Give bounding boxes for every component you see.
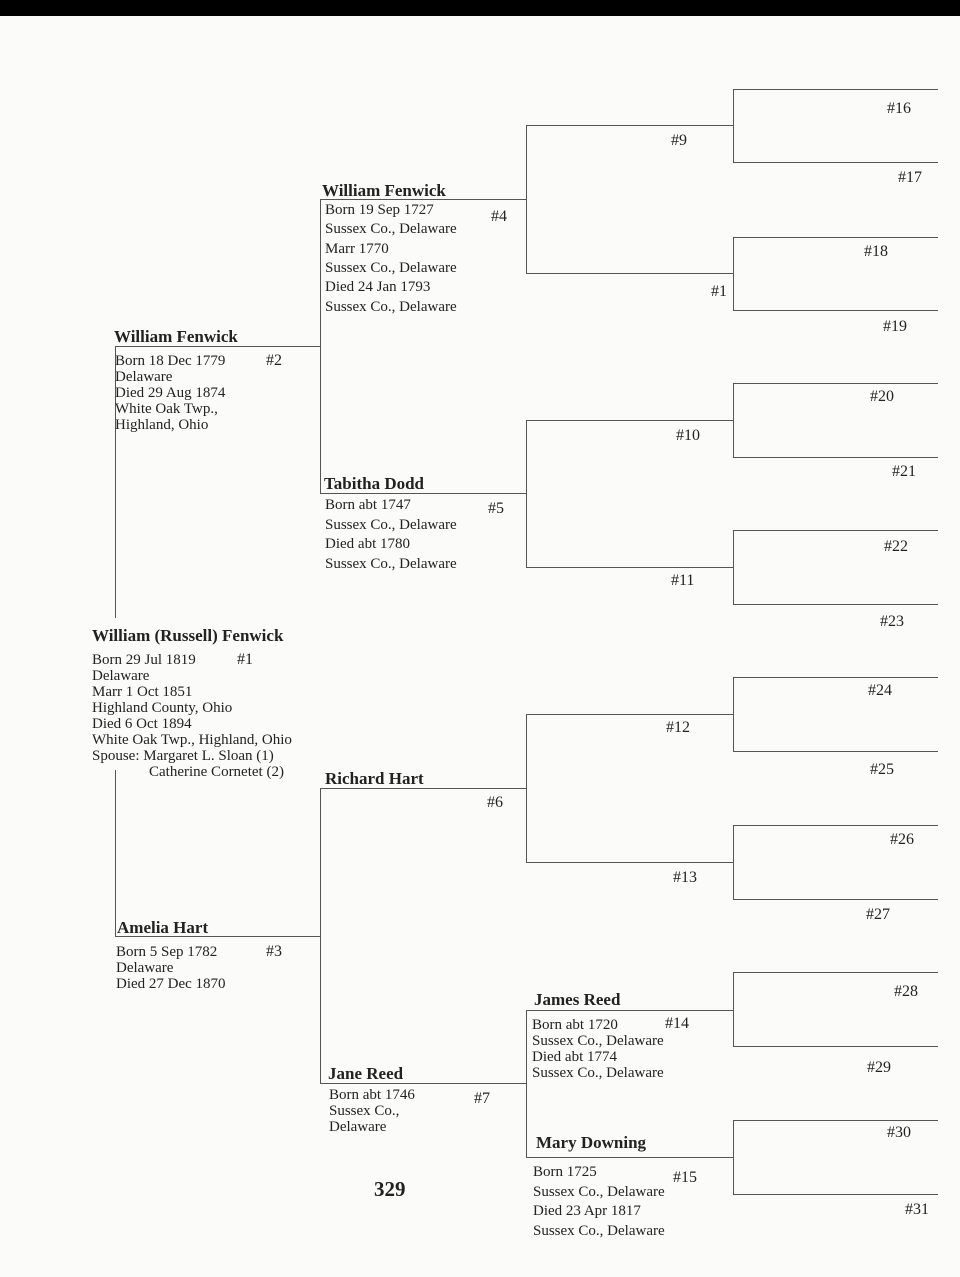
person-detail: Sussex Co., Delaware xyxy=(325,298,457,315)
ahnentafel-number: #31 xyxy=(905,1201,929,1218)
person-detail: Born 1725 xyxy=(533,1164,597,1180)
person-detail: Sussex Co., Delaware xyxy=(325,259,457,276)
person-detail: Sussex Co., Delaware xyxy=(325,221,457,238)
person-detail: Sussex Co., Delaware xyxy=(325,555,457,572)
ahnentafel-number: #26 xyxy=(890,831,914,848)
ahnentafel-number: #24 xyxy=(868,682,892,699)
person-name: James Reed xyxy=(534,990,621,1009)
person-name: Richard Hart xyxy=(325,769,424,788)
ahnentafel-number: #27 xyxy=(866,906,890,923)
person-detail: Catherine Cornetet (2) xyxy=(149,764,284,780)
ahnentafel-number: #7 xyxy=(474,1090,490,1107)
person-detail: Spouse: Margaret L. Sloan (1) xyxy=(92,748,274,764)
person-detail: Born 18 Dec 1779 xyxy=(115,353,226,369)
ahnentafel-number: #22 xyxy=(884,538,908,555)
person-detail: Sussex Co., Delaware xyxy=(533,1183,665,1200)
ahnentafel-number: #1 xyxy=(711,283,727,300)
person-name: Jane Reed xyxy=(328,1064,404,1083)
person-detail: Born abt 1720 xyxy=(532,1017,618,1033)
person-detail: Highland, Ohio xyxy=(115,417,209,433)
ahnentafel-number: #21 xyxy=(892,463,916,480)
person-detail: Highland County, Ohio xyxy=(92,700,233,716)
person-detail: Born abt 1747 xyxy=(325,497,411,513)
scan-top-border xyxy=(0,0,960,16)
person-detail: Died abt 1780 xyxy=(325,536,410,552)
ahnentafel-number: #16 xyxy=(887,100,911,117)
person-detail: Died 6 Oct 1894 xyxy=(92,716,192,732)
ahnentafel-number: #12 xyxy=(666,719,690,736)
person-detail: Marr 1770 xyxy=(325,240,389,257)
ahnentafel-number: #14 xyxy=(665,1015,689,1032)
person-detail: Died 29 Aug 1874 xyxy=(115,385,226,401)
person-detail: Sussex Co., xyxy=(329,1103,400,1119)
ahnentafel-number: #13 xyxy=(673,869,697,886)
ahnentafel-number: #10 xyxy=(676,427,700,444)
person-detail: White Oak Twp., xyxy=(115,401,218,417)
person-detail: Delaware xyxy=(92,668,150,684)
ahnentafel-number: #1 xyxy=(237,651,253,668)
person-name: William (Russell) Fenwick xyxy=(92,626,284,645)
person-detail: Died 24 Jan 1793 xyxy=(325,279,431,296)
person-detail: Born 19 Sep 1727 xyxy=(325,202,434,218)
person-detail: Sussex Co., Delaware xyxy=(533,1222,665,1239)
ahnentafel-number: #6 xyxy=(487,794,503,811)
ahnentafel-number: #28 xyxy=(894,983,918,1000)
ahnentafel-number: #20 xyxy=(870,388,894,405)
person-detail: Died 23 Apr 1817 xyxy=(533,1203,641,1219)
person-detail: Sussex Co., Delaware xyxy=(325,516,457,533)
person-name: Amelia Hart xyxy=(117,918,209,937)
person-name: Tabitha Dodd xyxy=(324,474,425,493)
page-number: 329 xyxy=(374,1177,406,1201)
person-detail: Died 27 Dec 1870 xyxy=(116,976,226,992)
ahnentafel-number: #3 xyxy=(266,943,282,960)
person-detail: Died abt 1774 xyxy=(532,1049,617,1065)
ahnentafel-number: #4 xyxy=(491,208,507,225)
ahnentafel-number: #5 xyxy=(488,500,504,517)
person-detail: Delaware xyxy=(116,960,174,976)
person-detail: Delaware xyxy=(115,369,173,385)
ahnentafel-number: #30 xyxy=(887,1124,911,1141)
person-detail: White Oak Twp., Highland, Ohio xyxy=(92,732,292,748)
person-detail: Born 5 Sep 1782 xyxy=(116,944,218,960)
ahnentafel-number: #11 xyxy=(671,572,695,589)
ahnentafel-number: #18 xyxy=(864,243,888,260)
person-detail: Marr 1 Oct 1851 xyxy=(92,684,193,700)
ahnentafel-number: #15 xyxy=(673,1169,697,1186)
ahnentafel-number: #17 xyxy=(898,169,922,186)
ahnentafel-number: #9 xyxy=(671,132,687,149)
person-detail: Sussex Co., Delaware xyxy=(532,1033,664,1049)
person-detail: Delaware xyxy=(329,1119,387,1135)
person-detail: Born 29 Jul 1819 xyxy=(92,652,196,668)
ahnentafel-number: #25 xyxy=(870,761,894,778)
person-detail: Sussex Co., Delaware xyxy=(532,1065,664,1081)
person-name: Mary Downing xyxy=(536,1133,647,1152)
person-detail: Born abt 1746 xyxy=(329,1087,415,1103)
ahnentafel-number: #2 xyxy=(266,352,282,369)
person-name: William Fenwick xyxy=(322,181,446,200)
ahnentafel-number: #19 xyxy=(883,318,907,335)
person-name: William Fenwick xyxy=(114,327,238,346)
ahnentafel-number: #23 xyxy=(880,613,904,630)
ahnentafel-number: #29 xyxy=(867,1059,891,1076)
